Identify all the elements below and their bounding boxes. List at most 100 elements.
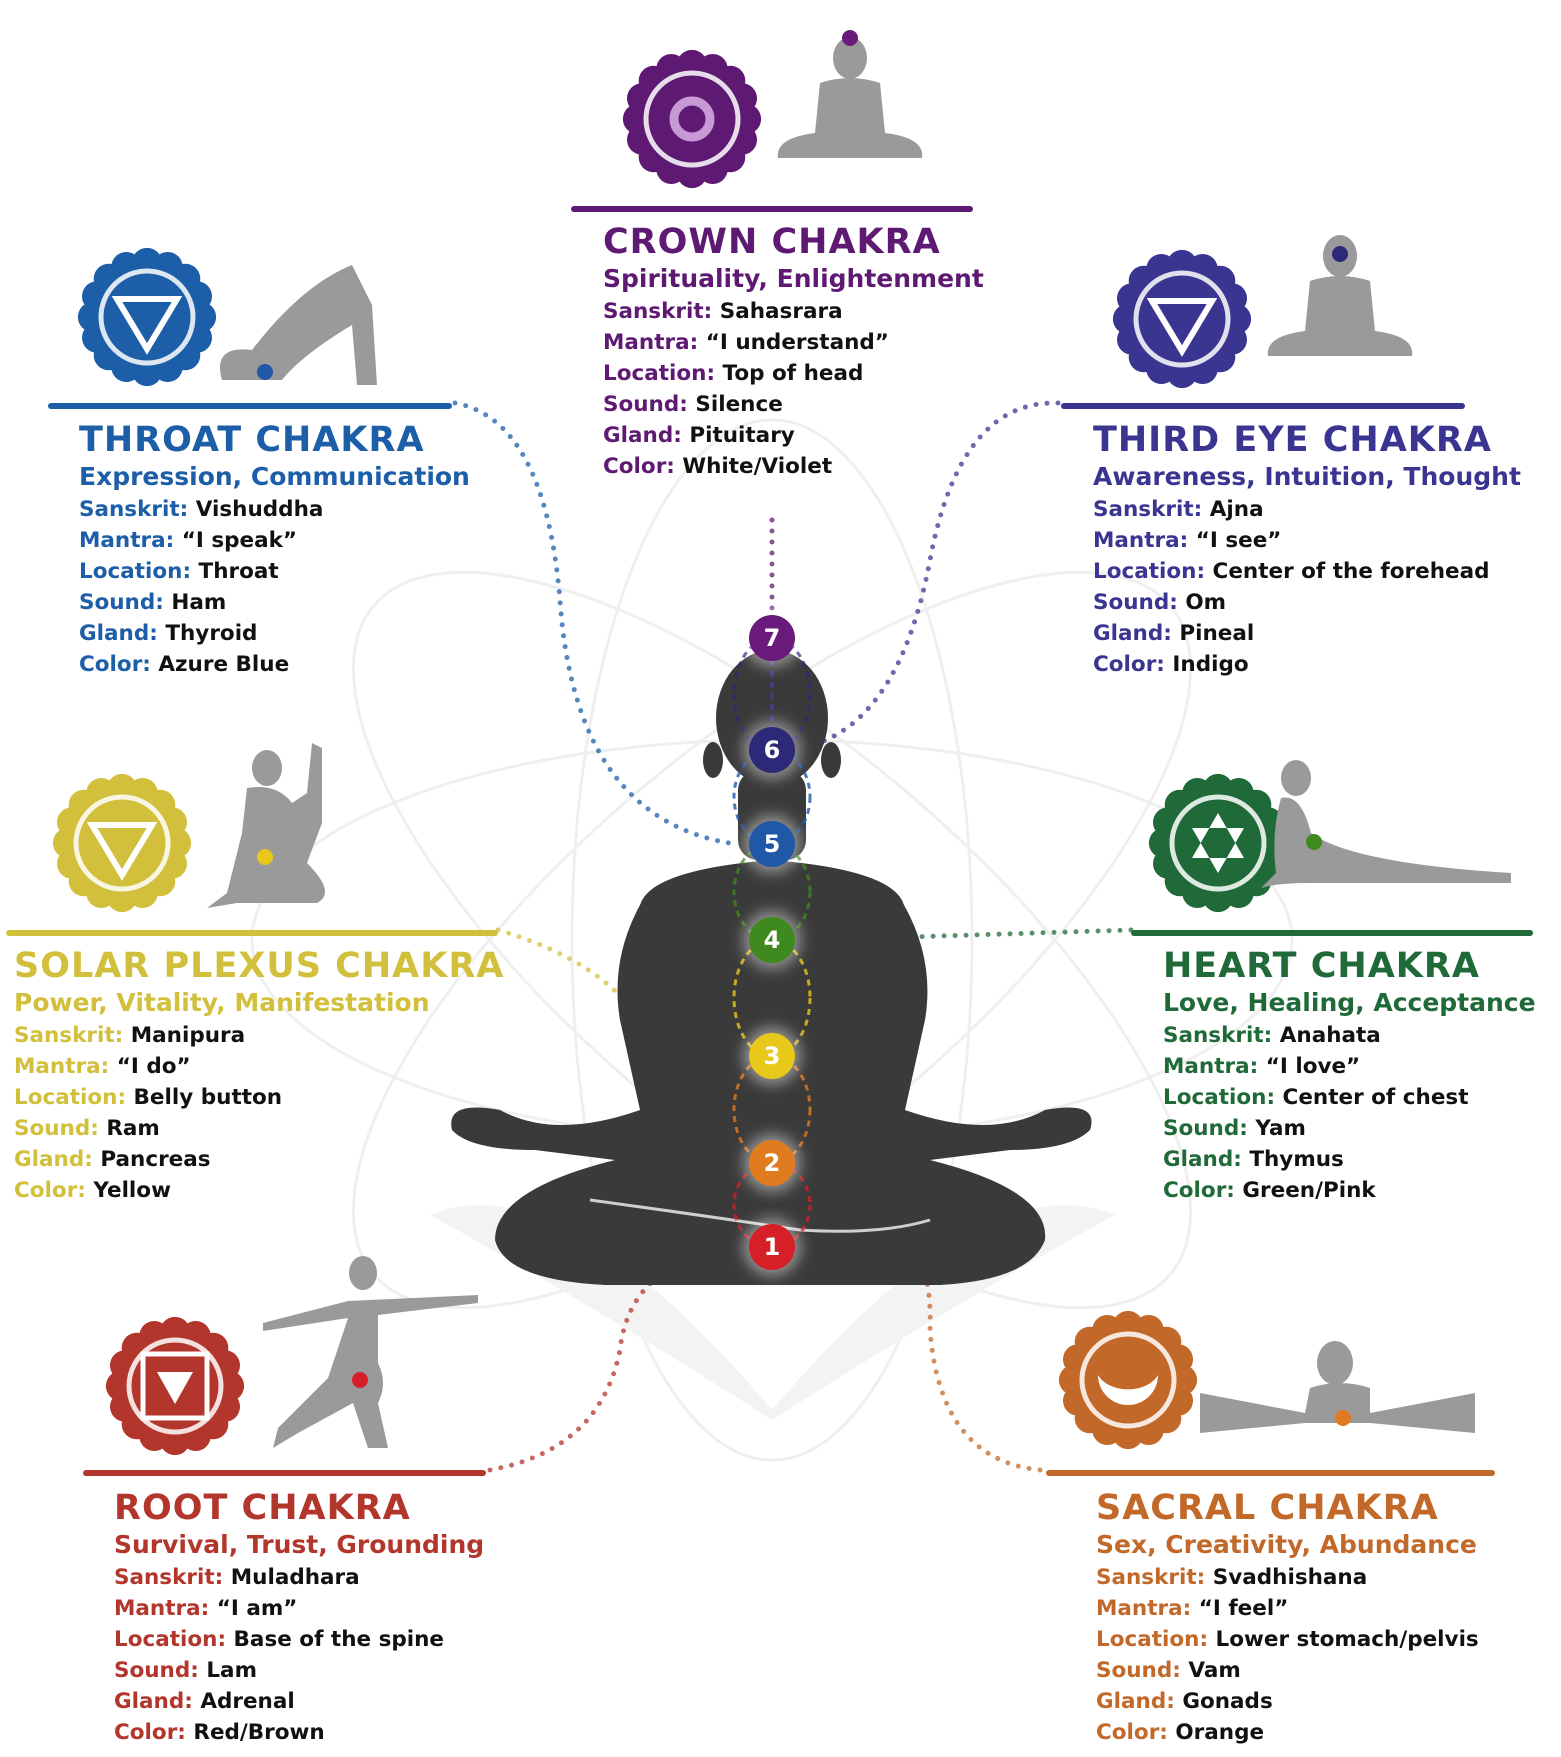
chakra-subtitle: Power, Vitality, Manifestation bbox=[14, 988, 430, 1017]
chakra-field: Gland: Thyroid bbox=[79, 618, 470, 649]
field-value: Yam bbox=[1255, 1116, 1306, 1141]
field-value: Manipura bbox=[130, 1023, 246, 1048]
field-value: Svadhishana bbox=[1212, 1565, 1368, 1590]
field-label: Sanskrit: bbox=[14, 1023, 124, 1048]
solar-plexus-chakra-icon bbox=[52, 773, 192, 913]
field-value: Ajna bbox=[1209, 497, 1264, 522]
chakra-field: Location: Top of head bbox=[603, 358, 984, 389]
field-label: Location: bbox=[1096, 1627, 1209, 1652]
crown-divider bbox=[571, 206, 973, 212]
yoga-pose-figure bbox=[1267, 235, 1413, 356]
field-value: Vam bbox=[1188, 1658, 1241, 1683]
chakra-marker-3: 3 bbox=[749, 1033, 795, 1079]
field-value: “I understand” bbox=[705, 330, 889, 355]
chakra-title: SACRAL CHAKRA bbox=[1096, 1488, 1439, 1528]
sacral-chakra-moon-icon bbox=[1058, 1310, 1198, 1450]
field-label: Color: bbox=[114, 1720, 186, 1745]
chakra-field: Location: Belly button bbox=[14, 1082, 504, 1113]
field-value: “I speak” bbox=[181, 528, 298, 553]
chakra-field: Gland: Gonads bbox=[1096, 1686, 1479, 1717]
field-value: Ham bbox=[171, 590, 227, 615]
field-label: Color: bbox=[1163, 1178, 1235, 1203]
field-value: Pituitary bbox=[689, 423, 795, 448]
chakra-field: Sound: Silence bbox=[603, 389, 984, 420]
chakra-field: Gland: Adrenal bbox=[114, 1686, 484, 1717]
chakra-marker-7: 7 bbox=[749, 615, 795, 661]
field-label: Sound: bbox=[1096, 1658, 1181, 1683]
field-label: Location: bbox=[1163, 1085, 1276, 1110]
field-value: Gonads bbox=[1182, 1689, 1273, 1714]
chakra-field: Color: Orange bbox=[1096, 1717, 1479, 1748]
field-label: Mantra: bbox=[1096, 1596, 1192, 1621]
chakra-subtitle: Love, Healing, Acceptance bbox=[1163, 988, 1536, 1017]
chakra-field: Gland: Pineal bbox=[1093, 618, 1521, 649]
field-value: Vishuddha bbox=[195, 497, 324, 522]
field-value: Muladhara bbox=[230, 1565, 360, 1590]
chakra-field: Sanskrit: Vishuddha bbox=[79, 494, 470, 525]
field-label: Sanskrit: bbox=[603, 299, 713, 324]
field-label: Gland: bbox=[1096, 1689, 1175, 1714]
field-value: Azure Blue bbox=[158, 652, 290, 677]
field-value: Lam bbox=[206, 1658, 257, 1683]
field-label: Mantra: bbox=[1093, 528, 1189, 553]
chakra-field: Mantra: “I understand” bbox=[603, 327, 984, 358]
field-label: Location: bbox=[114, 1627, 227, 1652]
field-label: Color: bbox=[603, 454, 675, 479]
field-value: Thymus bbox=[1249, 1147, 1344, 1172]
yoga-pose-figure bbox=[1200, 1341, 1475, 1433]
field-label: Sound: bbox=[1093, 590, 1178, 615]
chakra-field: Mantra: “I see” bbox=[1093, 525, 1521, 556]
field-value: Indigo bbox=[1172, 652, 1249, 677]
chakra-subtitle: Spirituality, Enlightenment bbox=[603, 264, 984, 293]
connector-third-eye bbox=[807, 400, 1061, 749]
chakra-title: THIRD EYE CHAKRA bbox=[1093, 420, 1492, 460]
field-value: Throat bbox=[198, 559, 279, 584]
chakra-field: Sound: Ram bbox=[14, 1113, 504, 1144]
chakra-title: HEART CHAKRA bbox=[1163, 946, 1480, 986]
field-label: Sanskrit: bbox=[79, 497, 189, 522]
chakra-title: THROAT CHAKRA bbox=[79, 420, 425, 460]
throat-divider bbox=[48, 403, 452, 409]
chakra-field: Sanskrit: Anahata bbox=[1163, 1020, 1536, 1051]
chakra-subtitle: Expression, Communication bbox=[79, 462, 470, 491]
chakra-field: Sound: Ham bbox=[79, 587, 470, 618]
field-label: Location: bbox=[14, 1085, 127, 1110]
field-value: “I do” bbox=[116, 1054, 191, 1079]
heart-divider bbox=[1131, 930, 1533, 936]
field-label: Sanskrit: bbox=[1093, 497, 1203, 522]
yoga-pose-figure bbox=[207, 743, 325, 908]
throat-chakra-icon bbox=[77, 247, 217, 387]
field-label: Sound: bbox=[79, 590, 164, 615]
chakra-marker-4: 4 bbox=[749, 917, 795, 963]
chakra-field: Location: Throat bbox=[79, 556, 470, 587]
field-label: Color: bbox=[1096, 1720, 1168, 1745]
chakra-field: Sanskrit: Svadhishana bbox=[1096, 1562, 1479, 1593]
field-value: Ram bbox=[106, 1116, 160, 1141]
field-label: Location: bbox=[603, 361, 716, 386]
chakra-subtitle: Awareness, Intuition, Thought bbox=[1093, 462, 1521, 491]
chakra-field: Mantra: “I do” bbox=[14, 1051, 504, 1082]
field-value: Red/Brown bbox=[193, 1720, 325, 1745]
chakra-field: Sanskrit: Sahasrara bbox=[603, 296, 984, 327]
chakra-field: Sound: Lam bbox=[114, 1655, 484, 1686]
chakra-marker-5: 5 bbox=[749, 821, 795, 867]
field-label: Sanskrit: bbox=[1096, 1565, 1206, 1590]
field-label: Mantra: bbox=[79, 528, 175, 553]
chakra-field: Gland: Pancreas bbox=[14, 1144, 504, 1175]
chakra-field: Sound: Yam bbox=[1163, 1113, 1536, 1144]
yoga-pose-figure bbox=[263, 1256, 478, 1448]
root-divider bbox=[83, 1470, 486, 1476]
chakra-field: Gland: Pituitary bbox=[603, 420, 984, 451]
field-label: Sound: bbox=[14, 1116, 99, 1141]
chakra-field: Location: Center of chest bbox=[1163, 1082, 1536, 1113]
field-label: Gland: bbox=[114, 1689, 193, 1714]
connector-sacral bbox=[797, 1162, 1043, 1473]
crown-chakra-lotus-icon bbox=[622, 49, 762, 189]
field-value: Silence bbox=[695, 392, 783, 417]
field-value: Base of the spine bbox=[233, 1627, 445, 1652]
field-value: Om bbox=[1185, 590, 1227, 615]
field-label: Gland: bbox=[1093, 621, 1172, 646]
